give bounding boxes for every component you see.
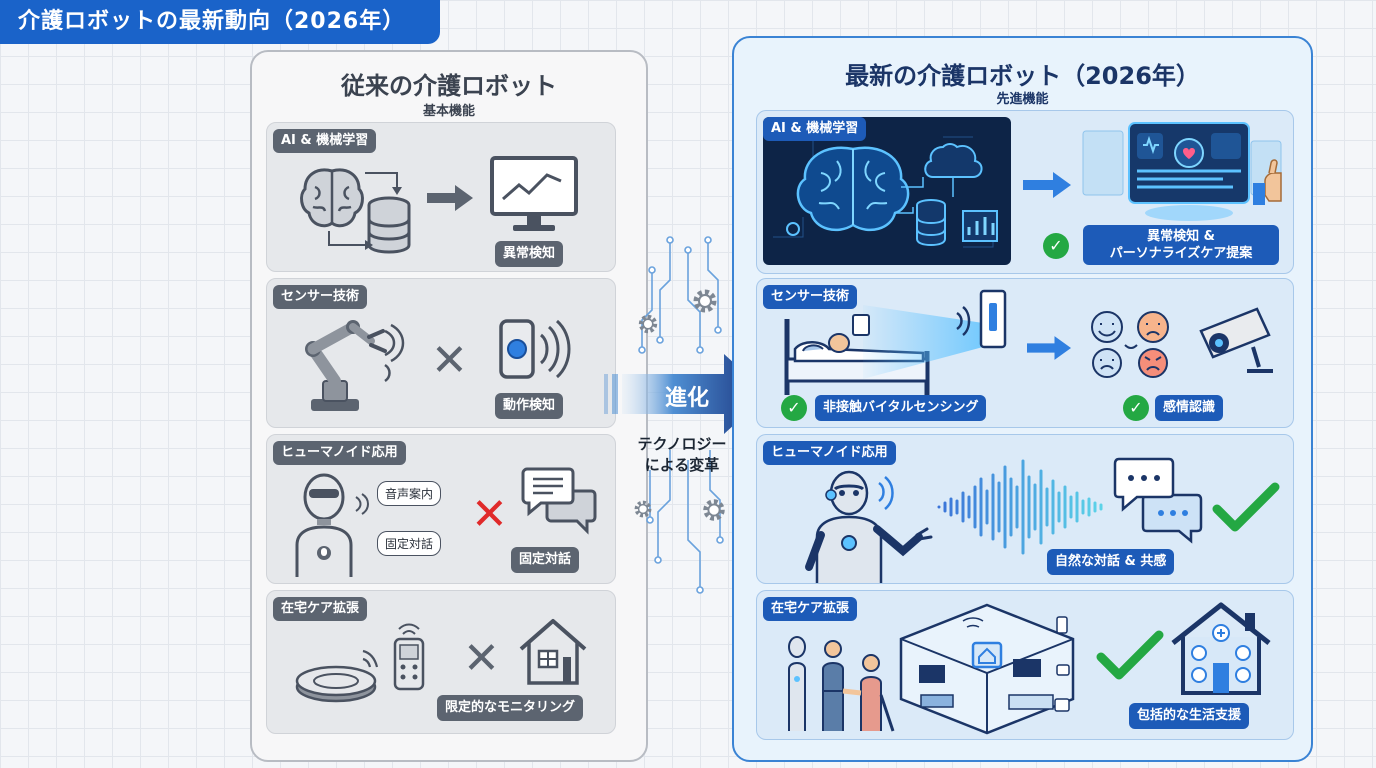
house-icon bbox=[519, 619, 587, 685]
robot-arm-icon bbox=[305, 320, 387, 411]
brain-icon bbox=[300, 168, 364, 228]
vital-sensor-beam bbox=[852, 305, 983, 379]
latest-section-humanoid: ヒューマノイド応用 自然な対話 & 共感 bbox=[756, 434, 1294, 584]
signal-waves-icon bbox=[384, 323, 405, 383]
large-check-icon bbox=[1096, 630, 1164, 680]
result-line: パーソナライズケア提案 bbox=[1109, 246, 1253, 261]
gear-icon bbox=[703, 499, 725, 521]
flow-arrows-icon bbox=[328, 172, 402, 250]
speech-bubble: 音声案内 bbox=[377, 481, 442, 506]
section-chip: 在宅ケア拡張 bbox=[273, 597, 368, 621]
database-icon bbox=[367, 196, 411, 254]
result-label: 非接触バイタルセンシング bbox=[815, 395, 987, 421]
robot-vacuum-icon bbox=[295, 665, 377, 703]
result-line: 異常検知 & bbox=[1147, 229, 1215, 244]
wall-mounted-device-icon bbox=[979, 289, 1007, 349]
chat-bubbles-icon bbox=[1113, 457, 1203, 544]
conventional-section-sensor: センサー技術 ✕ 動作検知 bbox=[266, 278, 616, 428]
humanoid-robot-icon bbox=[805, 470, 933, 583]
caption-line: テクノロジー bbox=[637, 435, 727, 453]
wifi-waves-icon bbox=[362, 649, 379, 668]
right-arrow-icon bbox=[427, 185, 473, 211]
gear-icon bbox=[693, 289, 717, 313]
evolution-arrow: 進化 bbox=[604, 352, 772, 442]
conventional-section-homecare: 在宅ケア拡張 ✕ 限定的なモニタリング bbox=[266, 590, 616, 734]
robot-assisting-elderly-icon bbox=[788, 636, 895, 732]
conventional-panel-title: 従来の介護ロボット bbox=[341, 72, 557, 100]
cross-icon: ✕ bbox=[463, 633, 500, 684]
latest-panel-subtitle: 先進機能 bbox=[996, 92, 1049, 107]
remote-device-icon bbox=[393, 623, 425, 691]
section-chip: ヒューマノイド応用 bbox=[763, 441, 896, 465]
large-check-icon bbox=[1212, 482, 1280, 532]
conventional-panel-subtitle: 基本機能 bbox=[422, 104, 475, 119]
cross-icon: ✕ bbox=[431, 335, 468, 386]
camera-icon bbox=[1199, 307, 1273, 373]
right-arrow-icon bbox=[1023, 172, 1071, 198]
monitor-chart-icon bbox=[490, 156, 578, 231]
gear-icon bbox=[634, 500, 652, 518]
section-chip: AI & 機械学習 bbox=[273, 129, 377, 153]
latest-section-ai: AI & 機械学習 ✓ 異常検知 & パーソナライズケア提案 bbox=[756, 110, 1294, 274]
evolution-caption: テクノロジー による変革 bbox=[620, 434, 744, 476]
voice-waveform-icon bbox=[937, 459, 1103, 555]
smart-house-icon bbox=[1171, 602, 1271, 695]
section-chip: AI & 機械学習 bbox=[763, 117, 867, 141]
section-chip: センサー技術 bbox=[763, 285, 858, 309]
section-chip: 在宅ケア拡張 bbox=[763, 597, 858, 621]
home-device-icons bbox=[1054, 616, 1070, 712]
evolution-label: 進化 bbox=[664, 386, 709, 411]
check-icon: ✓ bbox=[1043, 233, 1069, 259]
ai-brain-cloud-image bbox=[763, 117, 1011, 265]
conventional-section-ai: AI & 機械学習 異常検知 bbox=[266, 122, 616, 272]
latest-section-sensor: センサー技術 ✓ 非接触バイタルセンシング ✓ 感情認識 bbox=[756, 278, 1294, 428]
speech-bubble: 固定対話 bbox=[377, 531, 442, 556]
motion-sensor-icon bbox=[499, 319, 571, 379]
circuit-lines-decoration bbox=[638, 236, 724, 594]
emotion-faces-icon bbox=[1091, 311, 1169, 378]
result-label: 感情認識 bbox=[1155, 395, 1224, 421]
speaker-waves-icon bbox=[355, 493, 369, 515]
result-label: 異常検知 & パーソナライズケア提案 bbox=[1083, 225, 1279, 265]
chat-bubbles-icon bbox=[521, 467, 597, 535]
result-label: 動作検知 bbox=[495, 393, 564, 419]
smart-home-isometric-icon bbox=[899, 603, 1075, 735]
wall-sensor-icon bbox=[956, 306, 971, 336]
caption-line: による変革 bbox=[644, 456, 720, 474]
gear-icon bbox=[638, 314, 658, 334]
right-arrow-icon bbox=[1027, 336, 1071, 360]
conventional-section-humanoid: ヒューマノイド応用 音声案内 固定対話 ✕ 固定対話 bbox=[266, 434, 616, 584]
page-title: 介護ロボットの最新動向（2026年） bbox=[0, 0, 440, 44]
red-cross-icon: ✕ bbox=[471, 489, 508, 540]
latest-section-homecare: 在宅ケア拡張 bbox=[756, 590, 1294, 740]
result-label: 自然な対話 & 共感 bbox=[1047, 549, 1175, 575]
section-chip: センサー技術 bbox=[273, 285, 368, 309]
latest-panel-title: 最新の介護ロボット（2026年） bbox=[845, 62, 1200, 90]
result-label: 限定的なモニタリング bbox=[437, 695, 584, 721]
humanoid-robot-icon bbox=[295, 473, 353, 577]
result-label: 固定対話 bbox=[511, 547, 580, 573]
check-icon: ✓ bbox=[781, 395, 807, 421]
result-label: 包括的な生活支援 bbox=[1129, 703, 1250, 729]
section-chip: ヒューマノイド応用 bbox=[273, 441, 406, 465]
result-label: 異常検知 bbox=[495, 241, 564, 267]
check-icon: ✓ bbox=[1123, 395, 1149, 421]
care-dashboard-icon bbox=[1082, 122, 1282, 221]
